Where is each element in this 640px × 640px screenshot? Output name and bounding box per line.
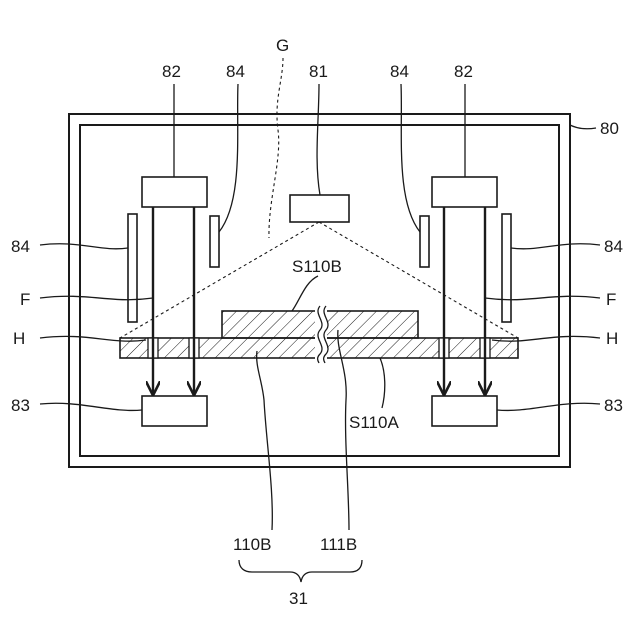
label-31: 31 (289, 589, 308, 608)
receiver-83-right (432, 396, 497, 426)
leader-84-top-right (401, 84, 420, 232)
emitter-82-left (142, 177, 207, 207)
emitter-82-right (432, 177, 497, 207)
label-g: G (276, 36, 289, 55)
shield-84-outer-right (502, 214, 511, 322)
shield-84-inner-left (210, 216, 219, 267)
label-110b: 110B (233, 535, 271, 554)
label-h-left: H (13, 329, 25, 348)
label-f-right: F (606, 290, 616, 309)
label-83-right: 83 (604, 396, 623, 415)
leader-84-right (511, 244, 600, 249)
label-84-right: 84 (604, 237, 623, 256)
label-f-left: F (20, 290, 30, 309)
label-82-right: 82 (454, 62, 473, 81)
label-84-top-right: 84 (390, 62, 409, 81)
label-80: 80 (600, 119, 619, 138)
receiver-83-left (142, 396, 207, 426)
label-s110a: S110A (349, 413, 399, 432)
leader-81 (317, 84, 320, 195)
leader-110b (257, 351, 273, 530)
label-s110b: S110B (292, 257, 342, 276)
label-h-right: H (606, 329, 618, 348)
label-111b: 111B (320, 535, 357, 554)
label-84-left: 84 (11, 237, 30, 256)
label-84-top-left: 84 (226, 62, 245, 81)
leader-83-left (40, 403, 142, 410)
leader-g (269, 58, 283, 238)
leader-s110b (292, 276, 318, 311)
camera-81 (290, 195, 349, 222)
leader-s110a (380, 358, 385, 408)
shield-84-outer-left (128, 214, 137, 322)
leader-83-right (497, 403, 600, 410)
leader-84-left (40, 244, 128, 249)
leader-84-top-left (219, 84, 238, 232)
brace-31 (239, 560, 362, 582)
leader-80 (570, 125, 596, 129)
label-82-left: 82 (162, 62, 181, 81)
leader-111b (338, 330, 349, 530)
shield-84-inner-right (420, 216, 429, 267)
label-81: 81 (309, 62, 328, 81)
label-83-left: 83 (11, 396, 30, 415)
